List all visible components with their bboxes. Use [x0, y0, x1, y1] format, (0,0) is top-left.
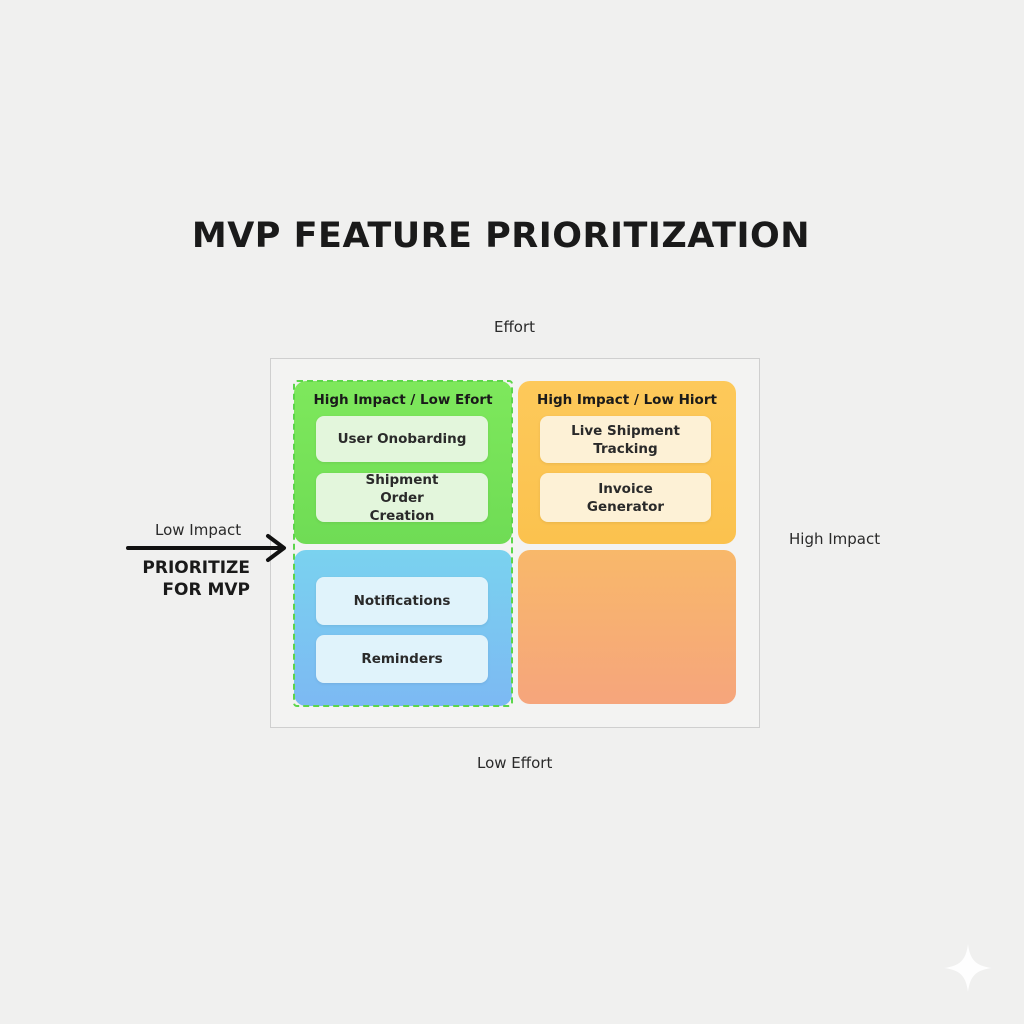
- feature-card: Notifications: [316, 577, 488, 625]
- page-title: MVP FEATURE PRIORITIZATION: [191, 216, 811, 256]
- callout-line-1: PRIORITIZE: [142, 558, 250, 578]
- sparkle-icon: [944, 944, 992, 992]
- mvp-highlight-border: [293, 380, 513, 707]
- axis-label-left: Low Impact: [155, 521, 242, 539]
- feature-card: Invoice Generator: [540, 473, 711, 522]
- axis-label-right: High Impact: [789, 530, 881, 548]
- quadrant-low-impact-high-effort: [518, 550, 736, 704]
- axis-label-top: Effort: [494, 318, 536, 336]
- prioritize-callout: PRIORITIZE FOR MVP: [120, 557, 250, 601]
- feature-card: Live Shipment Tracking: [540, 416, 711, 463]
- quadrant-title: High Impact / Low Hiort: [537, 392, 717, 408]
- quadrant-title: High Impact / Low Efort: [313, 392, 493, 408]
- feature-card: Shipment Order Creation: [316, 472, 488, 524]
- arrow-right-icon: [126, 534, 286, 562]
- axis-label-bottom: Low Effort: [477, 754, 553, 772]
- feature-card: User Onobarding: [316, 416, 488, 462]
- feature-card: Reminders: [316, 635, 488, 683]
- callout-line-2: FOR MVP: [162, 580, 250, 600]
